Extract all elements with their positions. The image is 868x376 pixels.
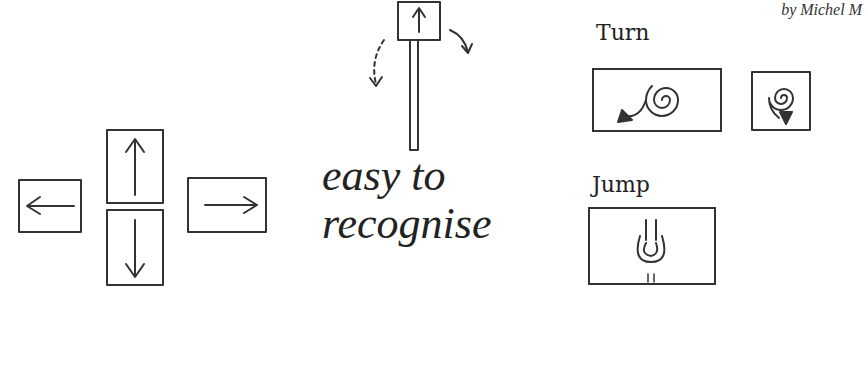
jump-legs — [646, 220, 656, 240]
sign-arrow — [413, 8, 425, 32]
tilt-head-right — [462, 44, 472, 53]
tilt-head-left — [370, 77, 382, 86]
spiral-tail — [626, 100, 646, 116]
jump-inner — [644, 243, 657, 256]
right-arrow — [205, 197, 257, 213]
card-outline — [592, 68, 722, 132]
jump-marks — [648, 274, 654, 282]
handwritten-note: easy to recognise — [322, 152, 584, 248]
sign-on-stick — [370, 2, 472, 150]
left-card — [19, 180, 81, 232]
right-card — [188, 178, 266, 232]
spiral-head-right — [780, 112, 792, 124]
spiral-left — [646, 86, 678, 116]
turn-spirals — [618, 72, 810, 130]
jump-body — [638, 236, 665, 262]
down-card — [107, 210, 163, 285]
sign-stick — [410, 40, 418, 150]
turn-card-2 — [752, 72, 810, 130]
up-arrow — [126, 139, 144, 195]
card-heading: Turn — [596, 20, 722, 46]
card-heading: Jump — [592, 172, 716, 198]
sign-card — [398, 2, 440, 40]
spiral-head — [618, 110, 632, 122]
card-outline — [588, 207, 716, 285]
jump-card: Jump — [588, 172, 716, 285]
left-arrow — [27, 197, 74, 214]
arrow-cards — [19, 130, 266, 285]
turn-card: Turn — [592, 20, 722, 132]
jump-symbol — [638, 220, 665, 282]
down-arrow — [126, 220, 144, 277]
author-credit: by Michel M — [781, 1, 862, 19]
up-card — [107, 130, 163, 203]
